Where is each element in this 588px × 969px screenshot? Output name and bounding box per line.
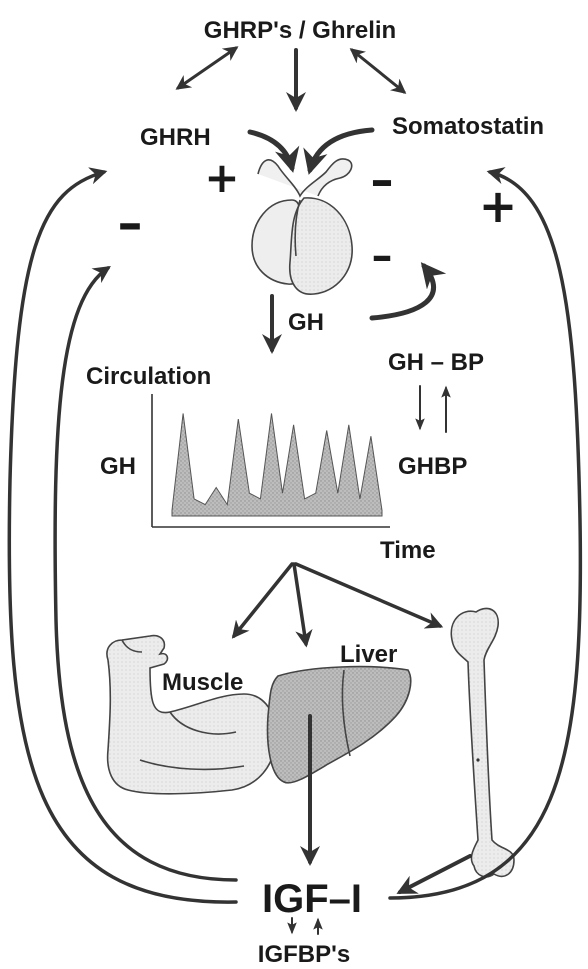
ghrh-plus-sign: + bbox=[204, 153, 239, 202]
long-bone-icon bbox=[451, 608, 514, 876]
circulation-label: Circulation bbox=[86, 363, 211, 390]
gh-autofeedback-minus-sign: – bbox=[372, 231, 393, 280]
muscle-label: Muscle bbox=[162, 669, 243, 696]
igf-hypothalamus-minus-sign: – bbox=[118, 194, 143, 252]
liver-icon bbox=[268, 667, 411, 783]
gh-output-label: GH bbox=[288, 309, 324, 336]
liver-label: Liver bbox=[340, 641, 397, 668]
igf-somatostatin-plus-sign: + bbox=[479, 179, 518, 233]
ghrh-label: GHRH bbox=[140, 124, 211, 151]
pituitary-gland-icon bbox=[252, 159, 352, 294]
igfbp-label: IGFBP's bbox=[258, 941, 350, 968]
gh-bp-label: GH – BP bbox=[388, 349, 484, 376]
gh-series-area bbox=[172, 413, 382, 516]
ghbp-label: GHBP bbox=[398, 453, 467, 480]
gh-pulse-chart bbox=[152, 394, 390, 527]
flexed-arm-icon bbox=[107, 636, 276, 794]
ghrelin-ghrh-arrow bbox=[178, 48, 236, 88]
somatostatin-label: Somatostatin bbox=[392, 113, 544, 140]
gh-bone-arrow bbox=[296, 564, 440, 626]
chart-y-axis-label: GH bbox=[100, 453, 136, 480]
gh-muscle-arrow bbox=[234, 564, 292, 636]
ghrp-ghrelin-label: GHRP's / Ghrelin bbox=[204, 17, 396, 44]
igf1-label: IGF–I bbox=[262, 877, 362, 921]
somatostatin-minus-sign: – bbox=[371, 153, 394, 207]
gh-liver-arrow bbox=[294, 564, 306, 644]
ghrelin-somatostatin-arrow bbox=[352, 50, 404, 92]
chart-x-axis-label: Time bbox=[380, 537, 436, 564]
